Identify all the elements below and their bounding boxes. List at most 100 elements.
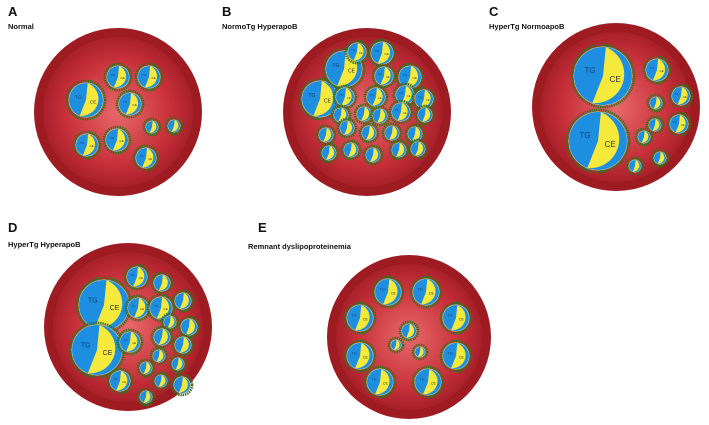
tg-label: TG bbox=[110, 136, 115, 140]
tg-label: TG bbox=[448, 352, 453, 356]
lipoprotein-particle bbox=[398, 320, 420, 342]
ce-slice bbox=[159, 275, 168, 291]
lipoprotein-particle bbox=[387, 336, 405, 354]
ce-slice bbox=[641, 131, 649, 143]
ce-slice bbox=[653, 97, 661, 109]
ce-slice bbox=[394, 340, 400, 350]
tg-label: TG bbox=[88, 298, 98, 305]
apob-coat bbox=[340, 139, 362, 161]
tg-label: TG bbox=[308, 93, 315, 99]
apob-coat bbox=[134, 62, 164, 92]
ce-label: CE bbox=[359, 51, 363, 55]
tg-label: TG bbox=[673, 120, 677, 124]
apob-coat bbox=[146, 293, 176, 323]
ce-slice bbox=[175, 358, 183, 370]
ce-slice bbox=[313, 81, 334, 116]
ce-label: CE bbox=[383, 382, 389, 386]
apob-coat bbox=[332, 84, 358, 110]
lipoprotein-particle bbox=[650, 148, 670, 168]
ce-label: CE bbox=[324, 99, 332, 105]
ce-label: CE bbox=[407, 94, 411, 98]
lipoprotein-particle bbox=[168, 354, 188, 374]
lipoprotein-particle bbox=[645, 115, 665, 135]
apob-coat bbox=[132, 144, 160, 172]
ce-label: CE bbox=[378, 96, 382, 100]
apob-coat bbox=[318, 142, 340, 164]
ce-slice bbox=[451, 305, 466, 331]
lipoprotein-particle bbox=[646, 93, 666, 113]
ce-slice bbox=[348, 143, 357, 157]
apob-coat bbox=[116, 328, 144, 356]
apob-coat bbox=[634, 127, 654, 147]
ce-slice bbox=[397, 103, 408, 121]
apob-coat bbox=[369, 105, 391, 127]
lipoprotein-particle: TG CE bbox=[103, 62, 133, 92]
ce-label: CE bbox=[132, 341, 136, 345]
apob-coat bbox=[170, 373, 194, 397]
apob-coat bbox=[344, 39, 370, 65]
lipoprotein-particle bbox=[358, 122, 380, 144]
tg-label: TG bbox=[75, 94, 82, 100]
ce-slice bbox=[418, 347, 424, 357]
tg-label: TG bbox=[403, 73, 408, 77]
ce-slice bbox=[401, 86, 412, 104]
ce-slice bbox=[79, 83, 99, 116]
lipoprotein-particle bbox=[136, 358, 156, 378]
ce-label: CE bbox=[140, 307, 144, 311]
apob-coat bbox=[625, 156, 645, 176]
lipoprotein-particle bbox=[362, 144, 384, 166]
apob-coat bbox=[439, 301, 473, 335]
tg-label: TG bbox=[111, 73, 116, 77]
tg-label: TG bbox=[418, 288, 423, 292]
ce-slice bbox=[422, 108, 431, 122]
lipoprotein-particle bbox=[634, 127, 654, 147]
ce-slice bbox=[652, 119, 660, 131]
apob-coat bbox=[645, 115, 665, 135]
ce-label: CE bbox=[348, 69, 356, 75]
apob-coat bbox=[151, 371, 171, 391]
lipoprotein-particle bbox=[388, 139, 410, 161]
ce-label: CE bbox=[120, 76, 124, 80]
panel-caption: HyperTg HyperapoB bbox=[8, 240, 81, 249]
ce-slice bbox=[144, 66, 158, 88]
apob-coat bbox=[106, 367, 134, 395]
panel-caption: Remnant dyslipoproteinemia bbox=[248, 242, 351, 251]
tg-label: TG bbox=[154, 304, 159, 308]
ce-slice bbox=[326, 146, 335, 160]
ce-label: CE bbox=[89, 144, 93, 148]
apob-coat bbox=[439, 339, 473, 373]
lipoprotein-particle bbox=[170, 373, 194, 397]
ce-slice bbox=[632, 160, 640, 172]
ce-slice bbox=[171, 120, 179, 132]
ce-label: CE bbox=[163, 307, 167, 311]
ce-label: CE bbox=[103, 350, 113, 357]
ce-slice bbox=[125, 93, 139, 115]
ce-slice bbox=[361, 107, 370, 121]
tg-label: TG bbox=[675, 92, 679, 96]
panel-caption: NormoTg HyperapoB bbox=[222, 22, 298, 31]
apob-coat bbox=[177, 315, 201, 339]
ce-label: CE bbox=[426, 98, 430, 102]
ce-slice bbox=[677, 87, 688, 105]
panel-caption: Normal bbox=[8, 22, 34, 31]
apob-coat bbox=[136, 358, 156, 378]
ce-slice bbox=[415, 142, 424, 156]
tg-label: TG bbox=[448, 314, 453, 318]
ce-label: CE bbox=[683, 95, 687, 99]
ce-slice bbox=[406, 324, 415, 338]
lipoprotein-particle bbox=[407, 138, 429, 160]
lipoprotein-particle bbox=[336, 117, 358, 139]
lipoprotein-particle bbox=[164, 116, 184, 136]
ce-slice bbox=[156, 350, 164, 362]
tg-label: TG bbox=[81, 343, 91, 350]
panel-letter: D bbox=[8, 220, 18, 235]
lipoprotein-particle bbox=[142, 117, 162, 137]
